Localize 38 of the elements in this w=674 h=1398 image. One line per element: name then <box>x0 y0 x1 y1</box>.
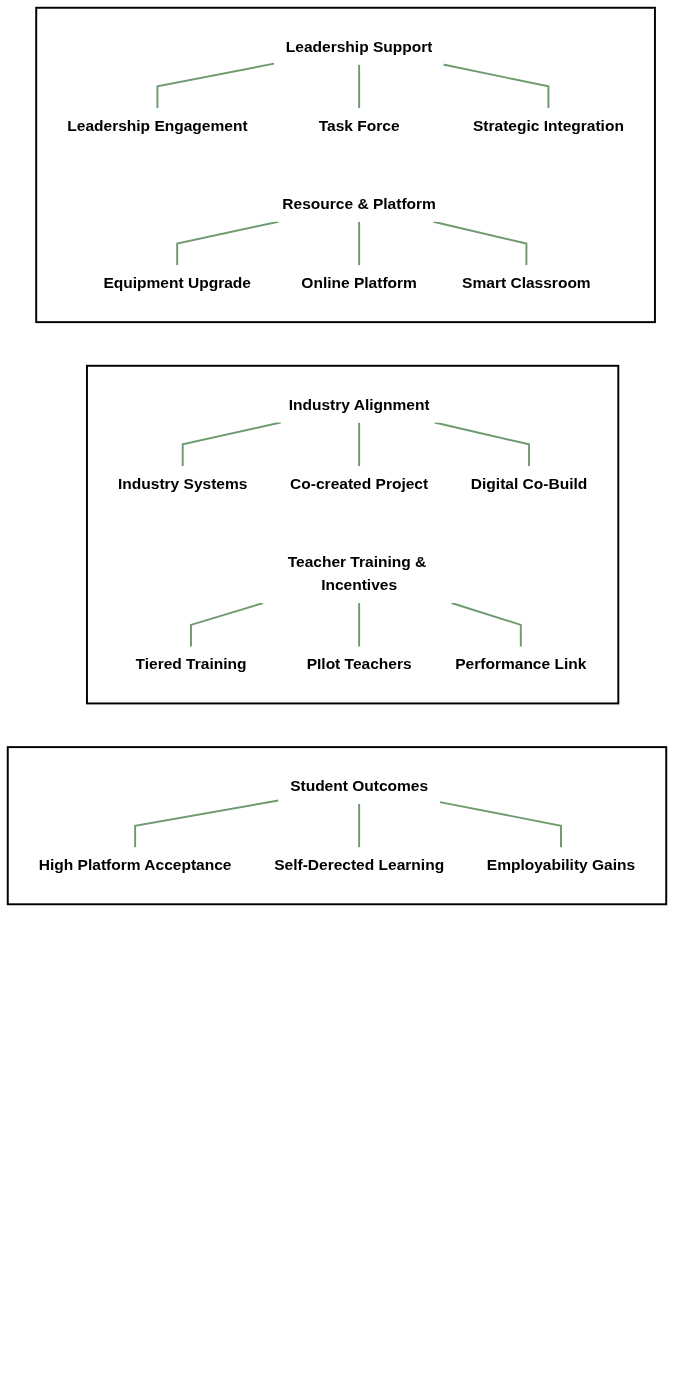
node-text: Resource & Platform <box>282 195 436 212</box>
cluster <box>6 746 668 906</box>
node-text: Equipment Upgrade <box>103 274 251 291</box>
node-text: Tiered Training <box>135 655 247 672</box>
connector <box>438 801 562 849</box>
cluster <box>86 364 620 705</box>
node-text: Performance Link <box>455 655 587 672</box>
node-text: Industry Alignment <box>288 396 430 413</box>
node-text: Industry Systems <box>118 474 248 492</box>
node-text: Task Force <box>318 116 400 134</box>
node-text: PIlot Teachers <box>306 655 412 672</box>
connector <box>450 602 522 648</box>
cluster <box>35 6 656 324</box>
connector <box>358 63 361 110</box>
node-text: Online Platform <box>301 274 417 291</box>
connector <box>432 220 528 267</box>
node-text: Student Outcomes <box>290 777 429 795</box>
connector <box>442 63 550 110</box>
node-text: Strategic Integration <box>472 116 624 134</box>
node-text: High Platform Acceptance <box>38 856 232 873</box>
connector <box>358 802 361 849</box>
node-text: Smart Classroom <box>462 274 591 291</box>
node-text: Employability Gains <box>486 856 636 873</box>
node-text: Self-Derected Learning <box>274 856 445 873</box>
node-text: Leadership Support <box>285 38 433 55</box>
node-text: Digital Co-Build <box>470 474 588 492</box>
node-text: Leadership Engagement <box>67 116 248 134</box>
connector <box>358 220 361 267</box>
connector <box>181 421 282 468</box>
connector <box>358 421 361 468</box>
connector <box>176 220 280 267</box>
connector <box>134 799 280 849</box>
connector <box>433 421 530 468</box>
connector <box>358 602 361 648</box>
node-text: Co-created Project <box>290 474 429 492</box>
connector <box>190 602 265 648</box>
node-text: Teacher Training & Incentives <box>287 553 427 594</box>
connector <box>156 62 276 110</box>
